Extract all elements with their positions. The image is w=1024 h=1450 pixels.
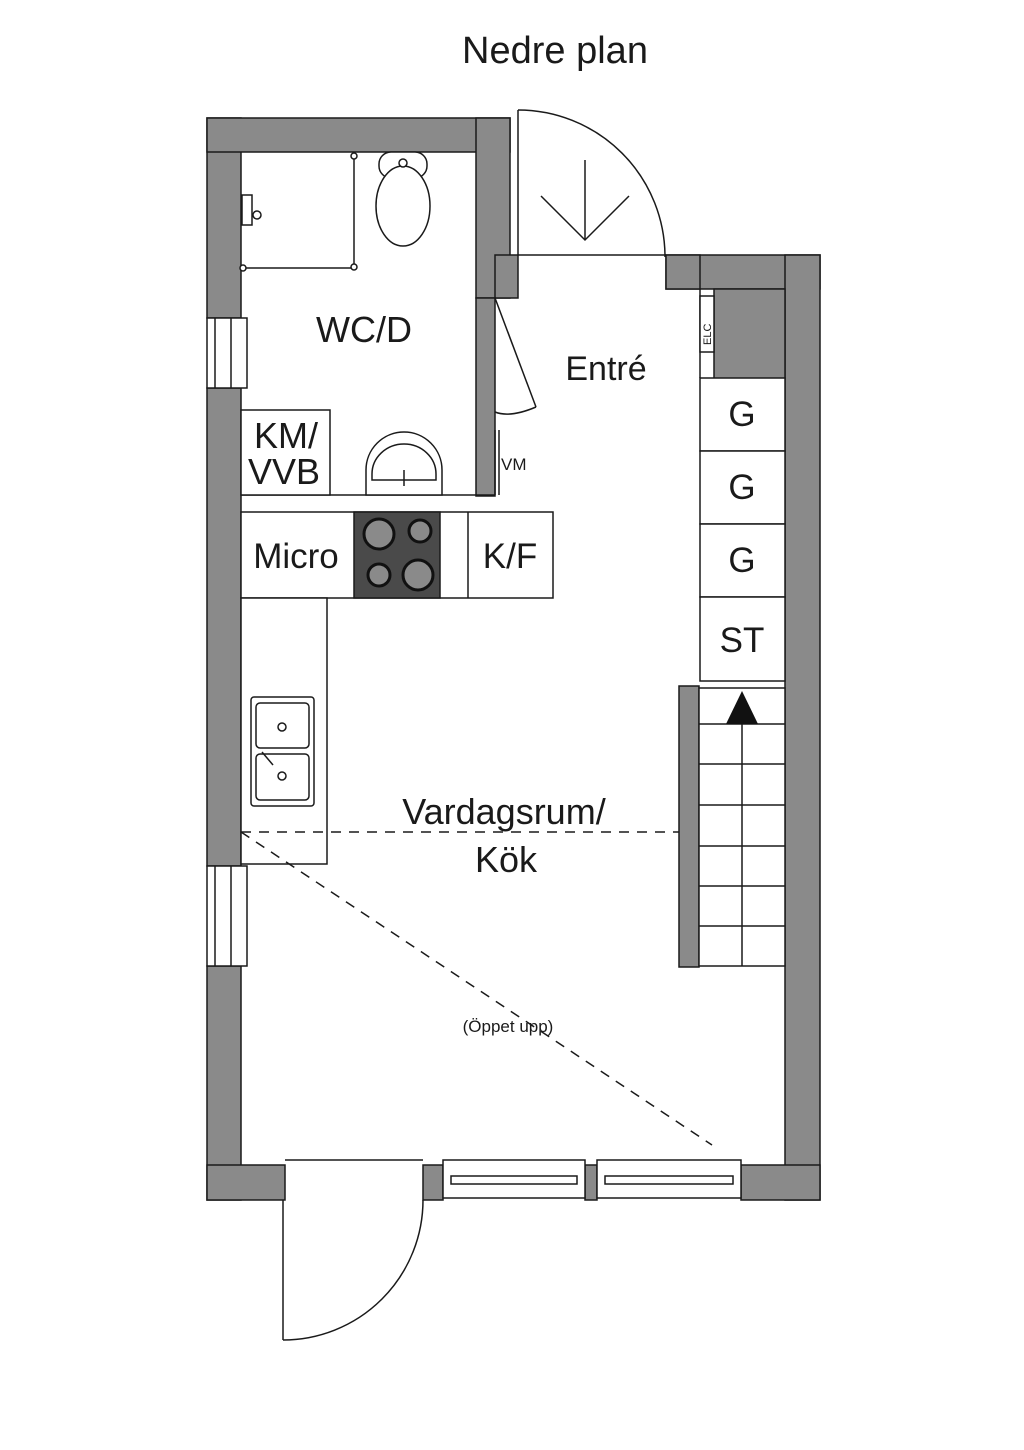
washbasin-icon [365, 431, 443, 496]
wc-label: WC/D [316, 309, 412, 350]
open-above-lines [240, 831, 713, 1146]
entre-label: Entré [565, 350, 646, 388]
terrace-door [282, 1159, 424, 1341]
storage-label-2: G [728, 468, 755, 507]
storage-label-3: G [728, 541, 755, 580]
stove-icon [353, 511, 441, 599]
storage-g-2 [699, 450, 786, 525]
vm-label: VM [501, 455, 527, 474]
open-above-note: (Öppet upp) [463, 1017, 554, 1036]
window-bottom-left [442, 1159, 586, 1199]
window-left-upper [206, 317, 248, 389]
storage-label-4: ST [720, 621, 765, 660]
outer-walls [206, 117, 821, 1201]
km-label: KM/ [254, 415, 318, 456]
elc-label: ELC [702, 324, 714, 345]
vm-washing-machine: VM [494, 430, 527, 495]
stair-up-arrow-icon [726, 691, 758, 724]
living-label-line1: Vardagsrum/ [402, 791, 605, 832]
plan-title: Nedre plan [462, 30, 648, 72]
window-bottom-right [596, 1159, 742, 1199]
shower [239, 152, 358, 272]
vvb-label: VVB [248, 451, 320, 492]
staircase [698, 687, 786, 967]
entry-door [517, 109, 666, 258]
window-left-lower [206, 865, 248, 967]
toilet-icon [375, 151, 431, 247]
wc-door [494, 297, 537, 415]
storage-label-1: G [728, 395, 755, 434]
entry-arrow-icon [540, 160, 630, 242]
kf-label: K/F [483, 537, 537, 576]
km-vvb-cabinet: KM/ VVB [240, 409, 331, 496]
storage-st [699, 596, 786, 682]
micro-label: Micro [253, 537, 339, 576]
sink-icon [250, 696, 315, 807]
storage-g-1 [699, 377, 786, 452]
storage-column: G G G ST [699, 377, 786, 682]
living-label-line2: Kök [475, 839, 538, 880]
